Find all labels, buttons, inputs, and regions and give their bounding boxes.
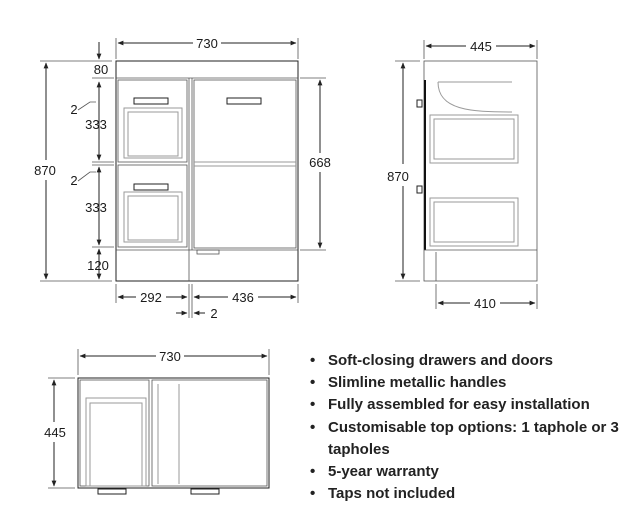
front-cabinet-outline xyxy=(115,60,299,282)
gap-upper-leader xyxy=(77,101,96,111)
top-drawer-handle xyxy=(97,488,127,495)
top-door-section xyxy=(151,379,268,487)
lower-drawer-box-inner xyxy=(127,195,179,241)
feature-item: Taps not included xyxy=(310,483,628,505)
side-lower-drawer-box-inner xyxy=(433,201,515,243)
side-lower-handle xyxy=(416,185,423,194)
feature-list: Soft-closing drawers and doors Slimline … xyxy=(310,350,628,506)
side-lower-drawer-box xyxy=(429,197,519,247)
feature-item: Slimline metallic handles xyxy=(310,372,628,394)
feature-item: Fully assembled for easy installation xyxy=(310,394,628,416)
division-gap-label: 2 xyxy=(210,306,217,321)
front-kick-detail xyxy=(196,249,220,255)
feature-item: Soft-closing drawers and doors xyxy=(310,350,628,372)
front-height-label: 870 xyxy=(34,163,56,178)
door-handle xyxy=(226,97,262,105)
top-drawer-box-inner xyxy=(89,402,143,487)
gap-lower-label: 2 xyxy=(70,173,77,188)
side-height-label: 870 xyxy=(387,169,409,184)
upper-drawer xyxy=(117,79,188,163)
top-view: 730 445 xyxy=(44,349,270,495)
gap-lower-leader xyxy=(77,171,96,182)
lower-drawer-label: 333 xyxy=(85,200,107,215)
top-door-handle xyxy=(190,488,220,495)
feature-item: Customisable top options: 1 taphole or 3… xyxy=(310,417,628,461)
side-upper-handle xyxy=(416,99,423,108)
lower-drawer xyxy=(117,164,188,248)
front-view: 730 870 80 2 333 2 333 120 668 xyxy=(34,36,331,321)
upper-drawer-label: 333 xyxy=(85,117,107,132)
gap-upper-label: 2 xyxy=(70,102,77,117)
upper-drawer-handle xyxy=(133,97,169,105)
door-height-label: 668 xyxy=(309,155,331,170)
side-depth-label: 445 xyxy=(470,39,492,54)
top-rail-label: 80 xyxy=(94,62,108,77)
plinth-label: 120 xyxy=(87,258,109,273)
side-upper-drawer-box-inner xyxy=(433,118,515,160)
drawer-width-label: 292 xyxy=(140,290,162,305)
door xyxy=(193,79,297,249)
side-trap-curve xyxy=(437,81,513,113)
side-view: 445 870 410 xyxy=(387,39,538,311)
lower-drawer-handle xyxy=(133,183,169,191)
door-width-label: 436 xyxy=(232,290,254,305)
lower-drawer-box xyxy=(123,191,183,243)
top-drawer-box xyxy=(85,397,147,487)
top-depth-label: 445 xyxy=(44,425,66,440)
side-upper-drawer-box xyxy=(429,114,519,164)
feature-item: 5-year warranty xyxy=(310,461,628,483)
upper-drawer-box-inner xyxy=(127,111,179,157)
top-cabinet-outline xyxy=(77,377,270,489)
upper-drawer-box xyxy=(123,107,183,159)
top-width-label: 730 xyxy=(159,349,181,364)
front-width-label: 730 xyxy=(196,36,218,51)
side-base-label: 410 xyxy=(474,296,496,311)
